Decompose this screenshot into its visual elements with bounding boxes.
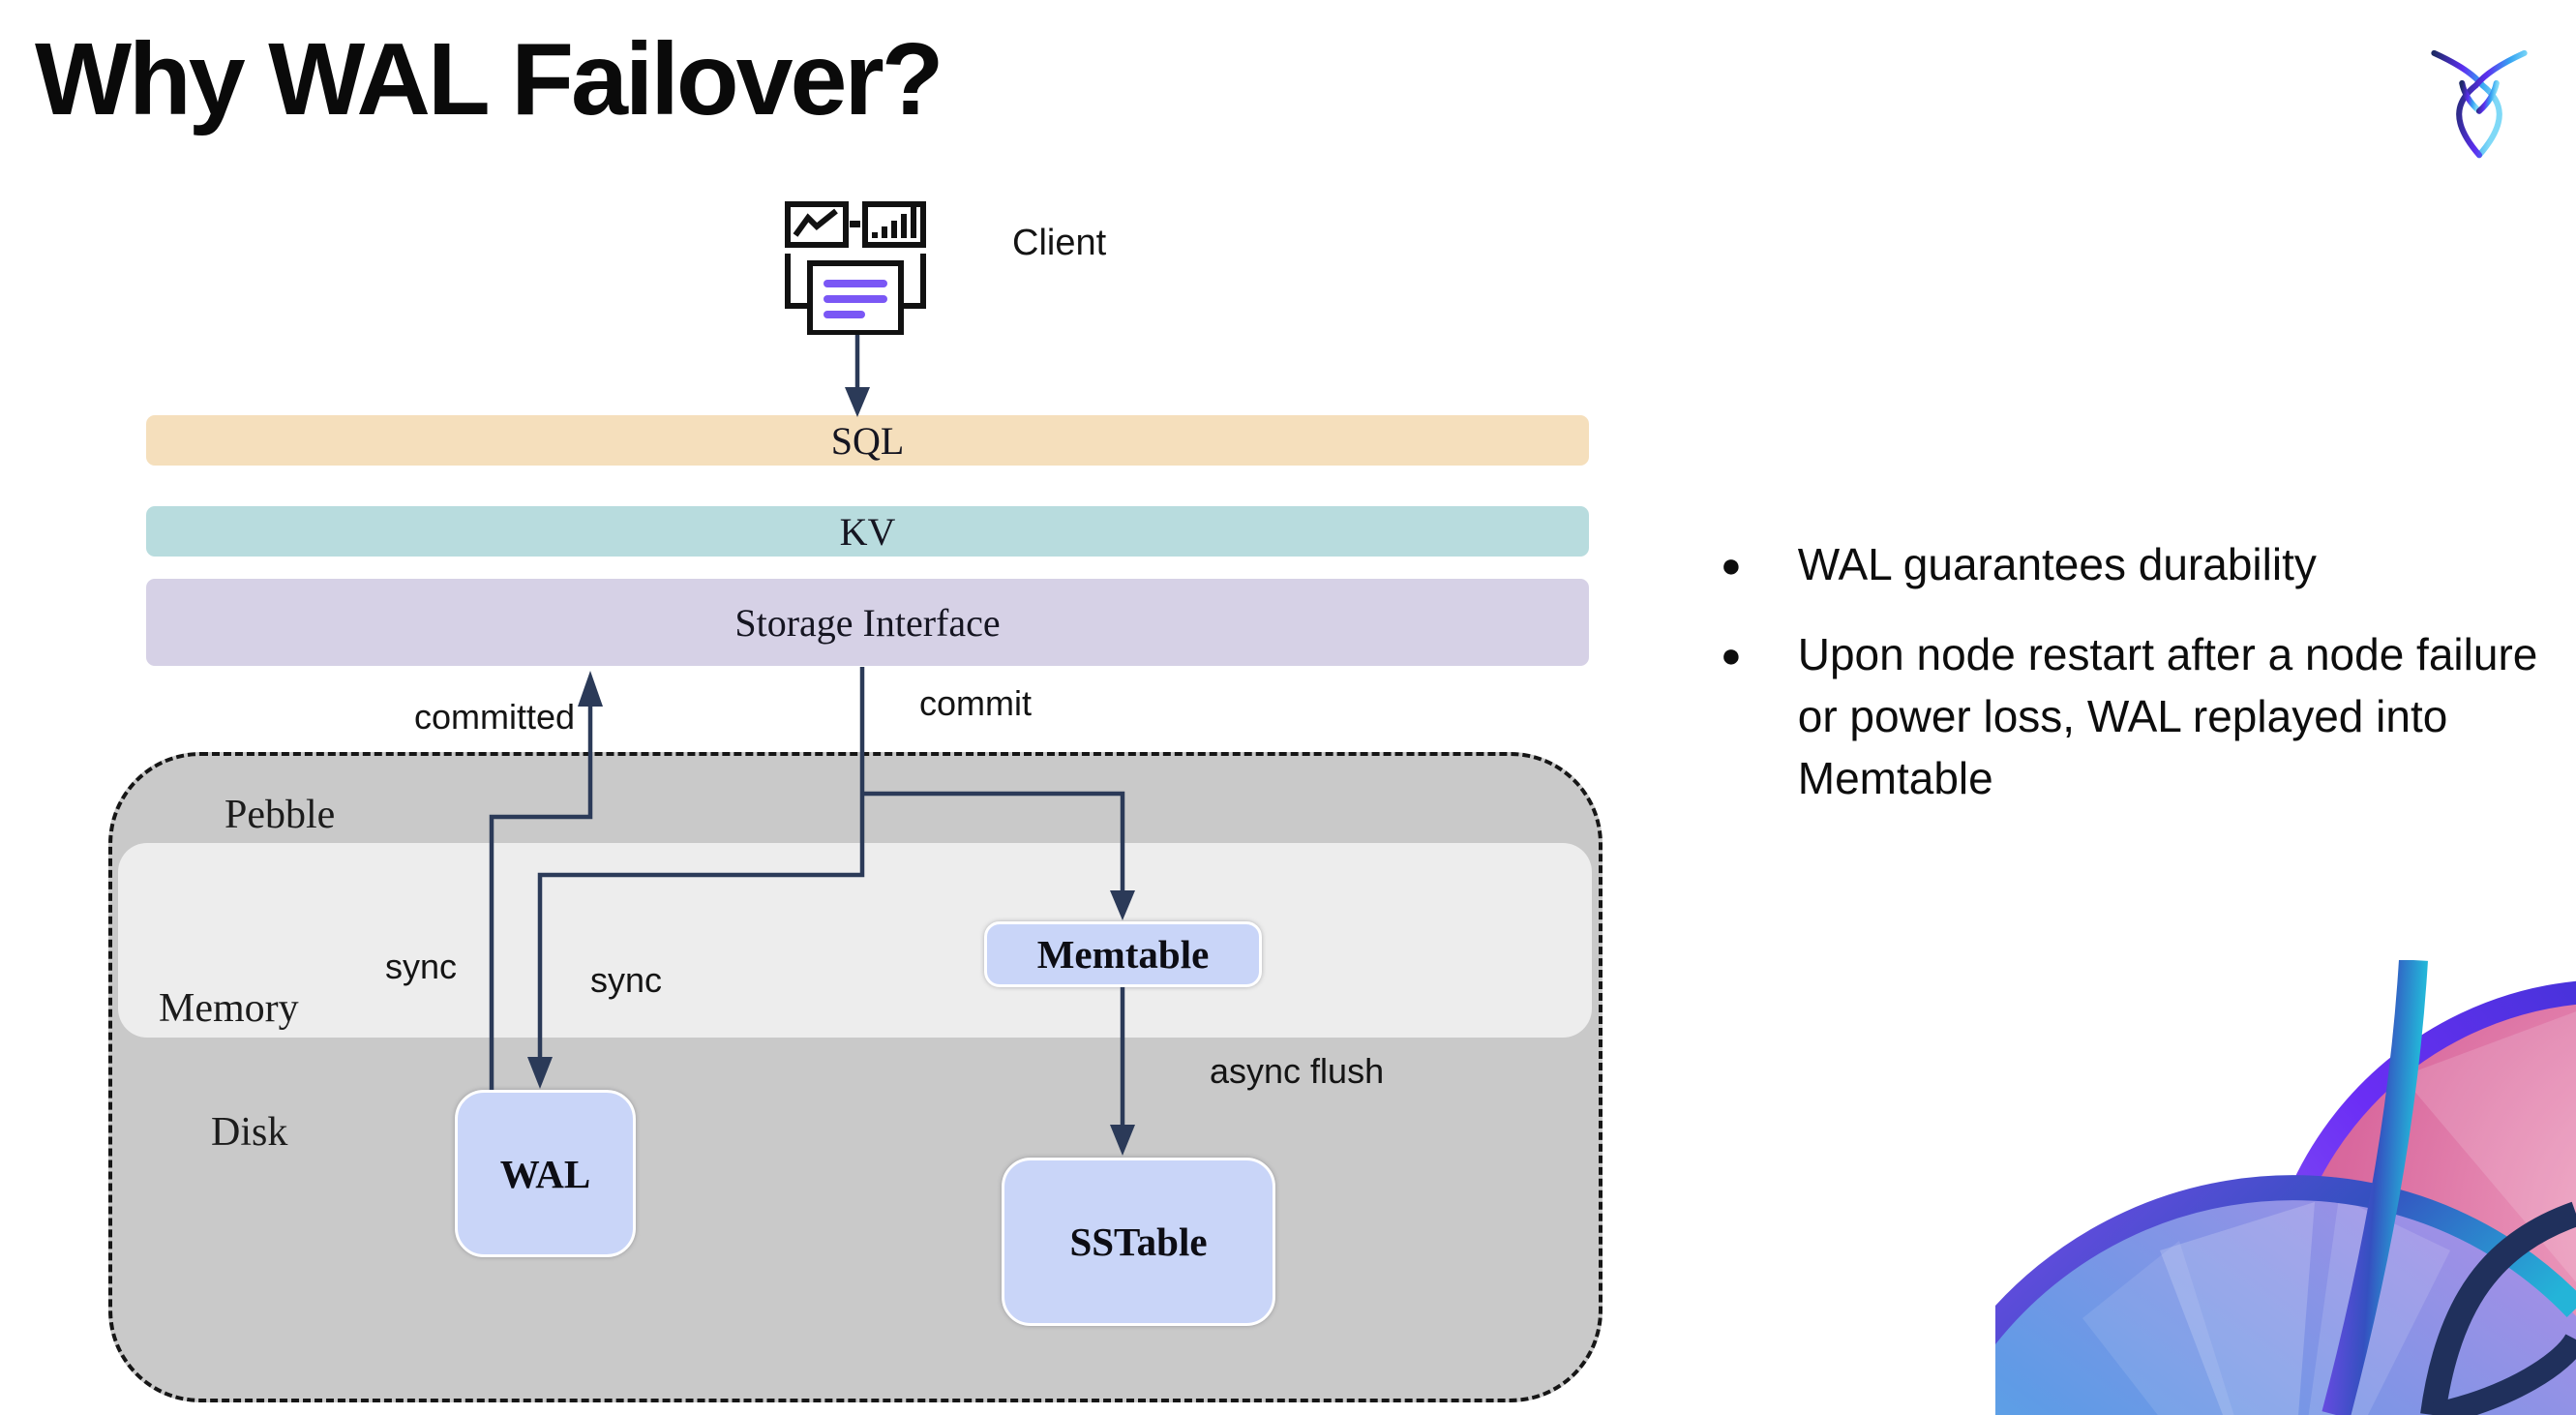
page-title: Why WAL Failover?: [35, 22, 944, 136]
wal-label: WAL: [499, 1151, 591, 1196]
sstable-box: SSTable: [1002, 1158, 1275, 1326]
pebble-label: Pebble: [225, 793, 336, 837]
arrowhead-sql: [845, 387, 870, 417]
layer-storage-interface: Storage Interface: [146, 579, 1589, 666]
cockroach-decorative-graphic: [1995, 960, 2576, 1415]
edge-label-sync-left: sync: [385, 947, 458, 986]
cockroach-logo-icon: [2431, 49, 2528, 159]
disk-label: Disk: [211, 1110, 288, 1155]
line-chart-icon: [793, 208, 838, 237]
memory-region: [118, 843, 1592, 1038]
layer-kv: KV: [146, 506, 1589, 557]
bar-chart-icon: [872, 207, 916, 238]
document-lines-icon: [824, 280, 887, 318]
bullet-icon: ●: [1721, 634, 1742, 675]
memtable-label: Memtable: [1036, 932, 1210, 977]
sstable-label: SSTable: [1069, 1219, 1208, 1264]
bullet-list: ● WAL guarantees durability ● Upon node …: [1721, 534, 2572, 837]
client-label: Client: [1012, 223, 1107, 263]
edge-label-committed: committed: [414, 697, 576, 737]
layer-sql: SQL: [146, 415, 1589, 466]
memtable-box: Memtable: [984, 921, 1262, 987]
edge-label-sync-right: sync: [590, 960, 663, 1000]
wal-box: WAL: [455, 1090, 636, 1257]
layer-sql-label: SQL: [830, 418, 905, 463]
memory-label: Memory: [159, 986, 299, 1031]
bullet-icon: ●: [1721, 545, 1742, 585]
edge-label-commit: commit: [919, 683, 1032, 723]
dash-glyph: [850, 221, 860, 227]
bullet-text: WAL guarantees durability: [1797, 539, 2317, 589]
layer-kv-label: KV: [839, 509, 896, 554]
bullet-text: Upon node restart after a node failure o…: [1797, 628, 2538, 803]
edge-label-async-flush: async flush: [1210, 1051, 1385, 1091]
list-item: ● Upon node restart after a node failure…: [1721, 624, 2572, 810]
list-item: ● WAL guarantees durability: [1721, 534, 2572, 597]
layer-storage-label: Storage Interface: [734, 600, 1001, 645]
client-terminal-icon: [785, 201, 926, 335]
arrowhead-committed: [578, 671, 603, 707]
